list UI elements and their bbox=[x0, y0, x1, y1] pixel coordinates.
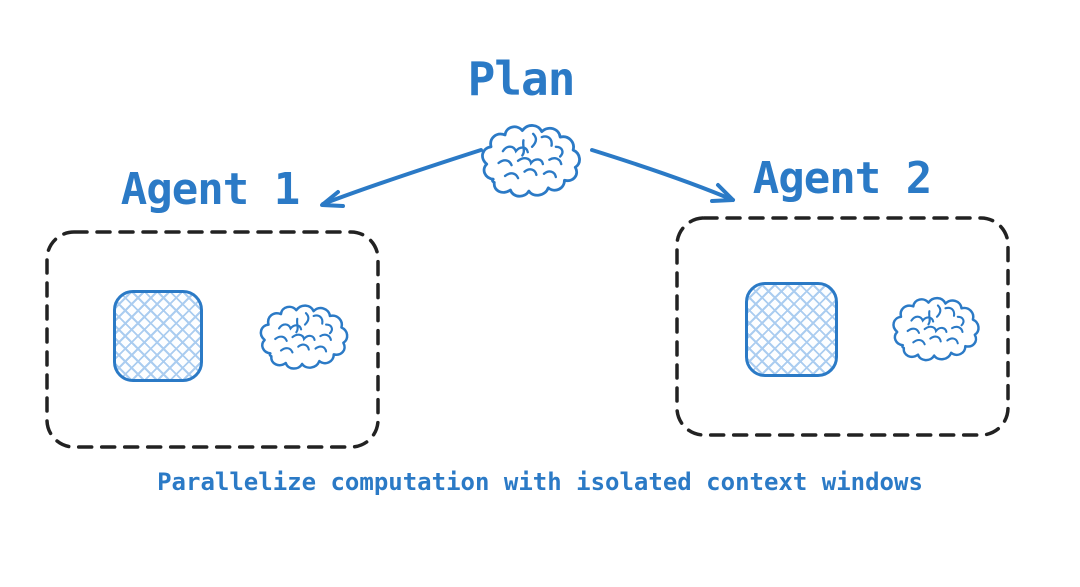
agent-2-label: Agent 2 bbox=[752, 153, 932, 204]
page-title: Plan bbox=[467, 52, 576, 106]
context-window-icon bbox=[113, 290, 203, 382]
agent-2-group: Agent 2 bbox=[675, 153, 1015, 443]
agent-1-context-box bbox=[45, 230, 380, 449]
agent-1-label: Agent 1 bbox=[120, 164, 300, 215]
agent-1-group: Agent 1 bbox=[45, 164, 385, 454]
arrow-plan-to-agent-1-icon bbox=[320, 148, 483, 208]
arrow-plan-to-agent-2-icon bbox=[590, 148, 735, 203]
agent-2-brain-icon bbox=[892, 296, 980, 362]
agent-1-brain-icon bbox=[259, 304, 349, 370]
context-window-icon bbox=[745, 282, 838, 377]
diagram-caption: Parallelize computation with isolated co… bbox=[157, 468, 923, 496]
agent-2-context-box bbox=[675, 216, 1010, 437]
